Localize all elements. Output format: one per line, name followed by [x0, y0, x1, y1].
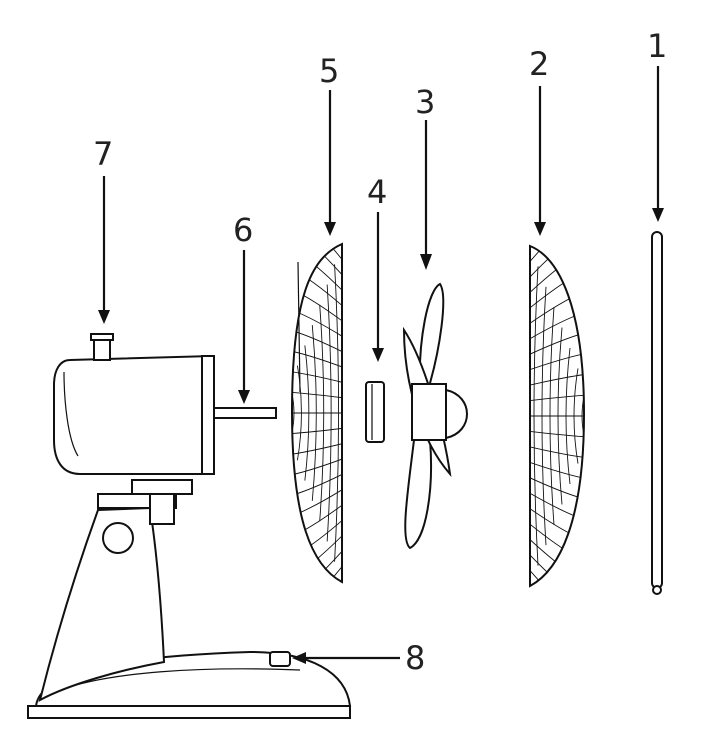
clamp-ring-bar	[651, 231, 663, 589]
stand-neck	[38, 506, 166, 702]
blade-hub	[411, 383, 447, 441]
grille-wire	[292, 443, 342, 455]
grille-wire	[565, 347, 571, 485]
grille-wire	[573, 368, 579, 464]
grille-wire	[530, 246, 584, 247]
grille-wire	[581, 388, 584, 444]
oscillation-knob	[93, 337, 111, 361]
callout-2: 2	[529, 45, 550, 83]
arrow-4-head	[372, 348, 384, 362]
arrow-7-head	[98, 310, 110, 324]
grille-wire	[304, 345, 310, 481]
stand-joint	[131, 479, 193, 495]
motor-curve	[63, 371, 79, 457]
arrow-8-head	[292, 652, 306, 664]
speed-switch	[269, 651, 291, 667]
grille-wire	[530, 431, 584, 438]
spinner-nut	[365, 381, 385, 443]
callout-3: 3	[415, 83, 436, 121]
arrow-5-head	[324, 222, 336, 236]
joint-bracket	[149, 493, 175, 525]
front-grille	[529, 244, 586, 588]
grille-clamp-ring	[651, 231, 663, 595]
grille-wire	[533, 266, 539, 566]
arrow-1-head	[652, 208, 664, 222]
motor-face	[201, 355, 215, 475]
motor-housing	[53, 333, 277, 475]
motor-body	[53, 354, 213, 475]
grille-wire	[292, 385, 295, 441]
grille-wire	[292, 566, 342, 582]
callout-5: 5	[319, 52, 340, 90]
callout-7: 7	[93, 135, 114, 173]
grille-wire	[549, 307, 555, 525]
grille-wire	[557, 327, 563, 505]
arrow-6-head	[238, 390, 250, 404]
rear-grille-clip	[297, 261, 301, 393]
blade-top	[418, 282, 445, 391]
rear-grille	[290, 242, 343, 584]
grille-wire	[326, 284, 332, 542]
grille-wire	[530, 394, 584, 401]
oscillation-knob-cap	[90, 333, 114, 341]
grille-wire	[296, 365, 302, 461]
grille-wire	[319, 304, 325, 522]
grille-wire	[292, 427, 342, 435]
grille-wire	[530, 446, 584, 459]
callout-4: 4	[367, 173, 388, 211]
tilt-knob	[102, 522, 134, 554]
grille-wire	[530, 246, 584, 262]
grille-wire	[311, 325, 317, 501]
grille-wire	[334, 264, 340, 562]
leader-arrows	[98, 66, 664, 664]
arrow-2-head	[534, 222, 546, 236]
spinner-body	[365, 381, 385, 443]
base-plate	[27, 705, 351, 719]
grille-wire	[292, 391, 342, 399]
grille-wire	[292, 244, 342, 260]
grille-wire	[530, 373, 584, 386]
grille-wire	[530, 585, 584, 586]
fan-blade	[402, 282, 468, 550]
blade-hub-cap	[445, 388, 468, 440]
grille-wire	[530, 570, 584, 586]
callout-8: 8	[405, 639, 426, 677]
blade-bottom	[404, 439, 433, 550]
grille-wire	[292, 371, 342, 383]
clamp-ring-screw	[652, 585, 662, 595]
arrow-3-head	[420, 254, 432, 270]
fan-stand	[38, 479, 193, 702]
grille-wire	[292, 244, 342, 245]
motor-shaft	[213, 407, 277, 419]
callout-1: 1	[647, 27, 668, 65]
grille-wire	[292, 581, 342, 582]
grille-wire	[541, 286, 547, 546]
callout-6: 6	[233, 211, 254, 249]
